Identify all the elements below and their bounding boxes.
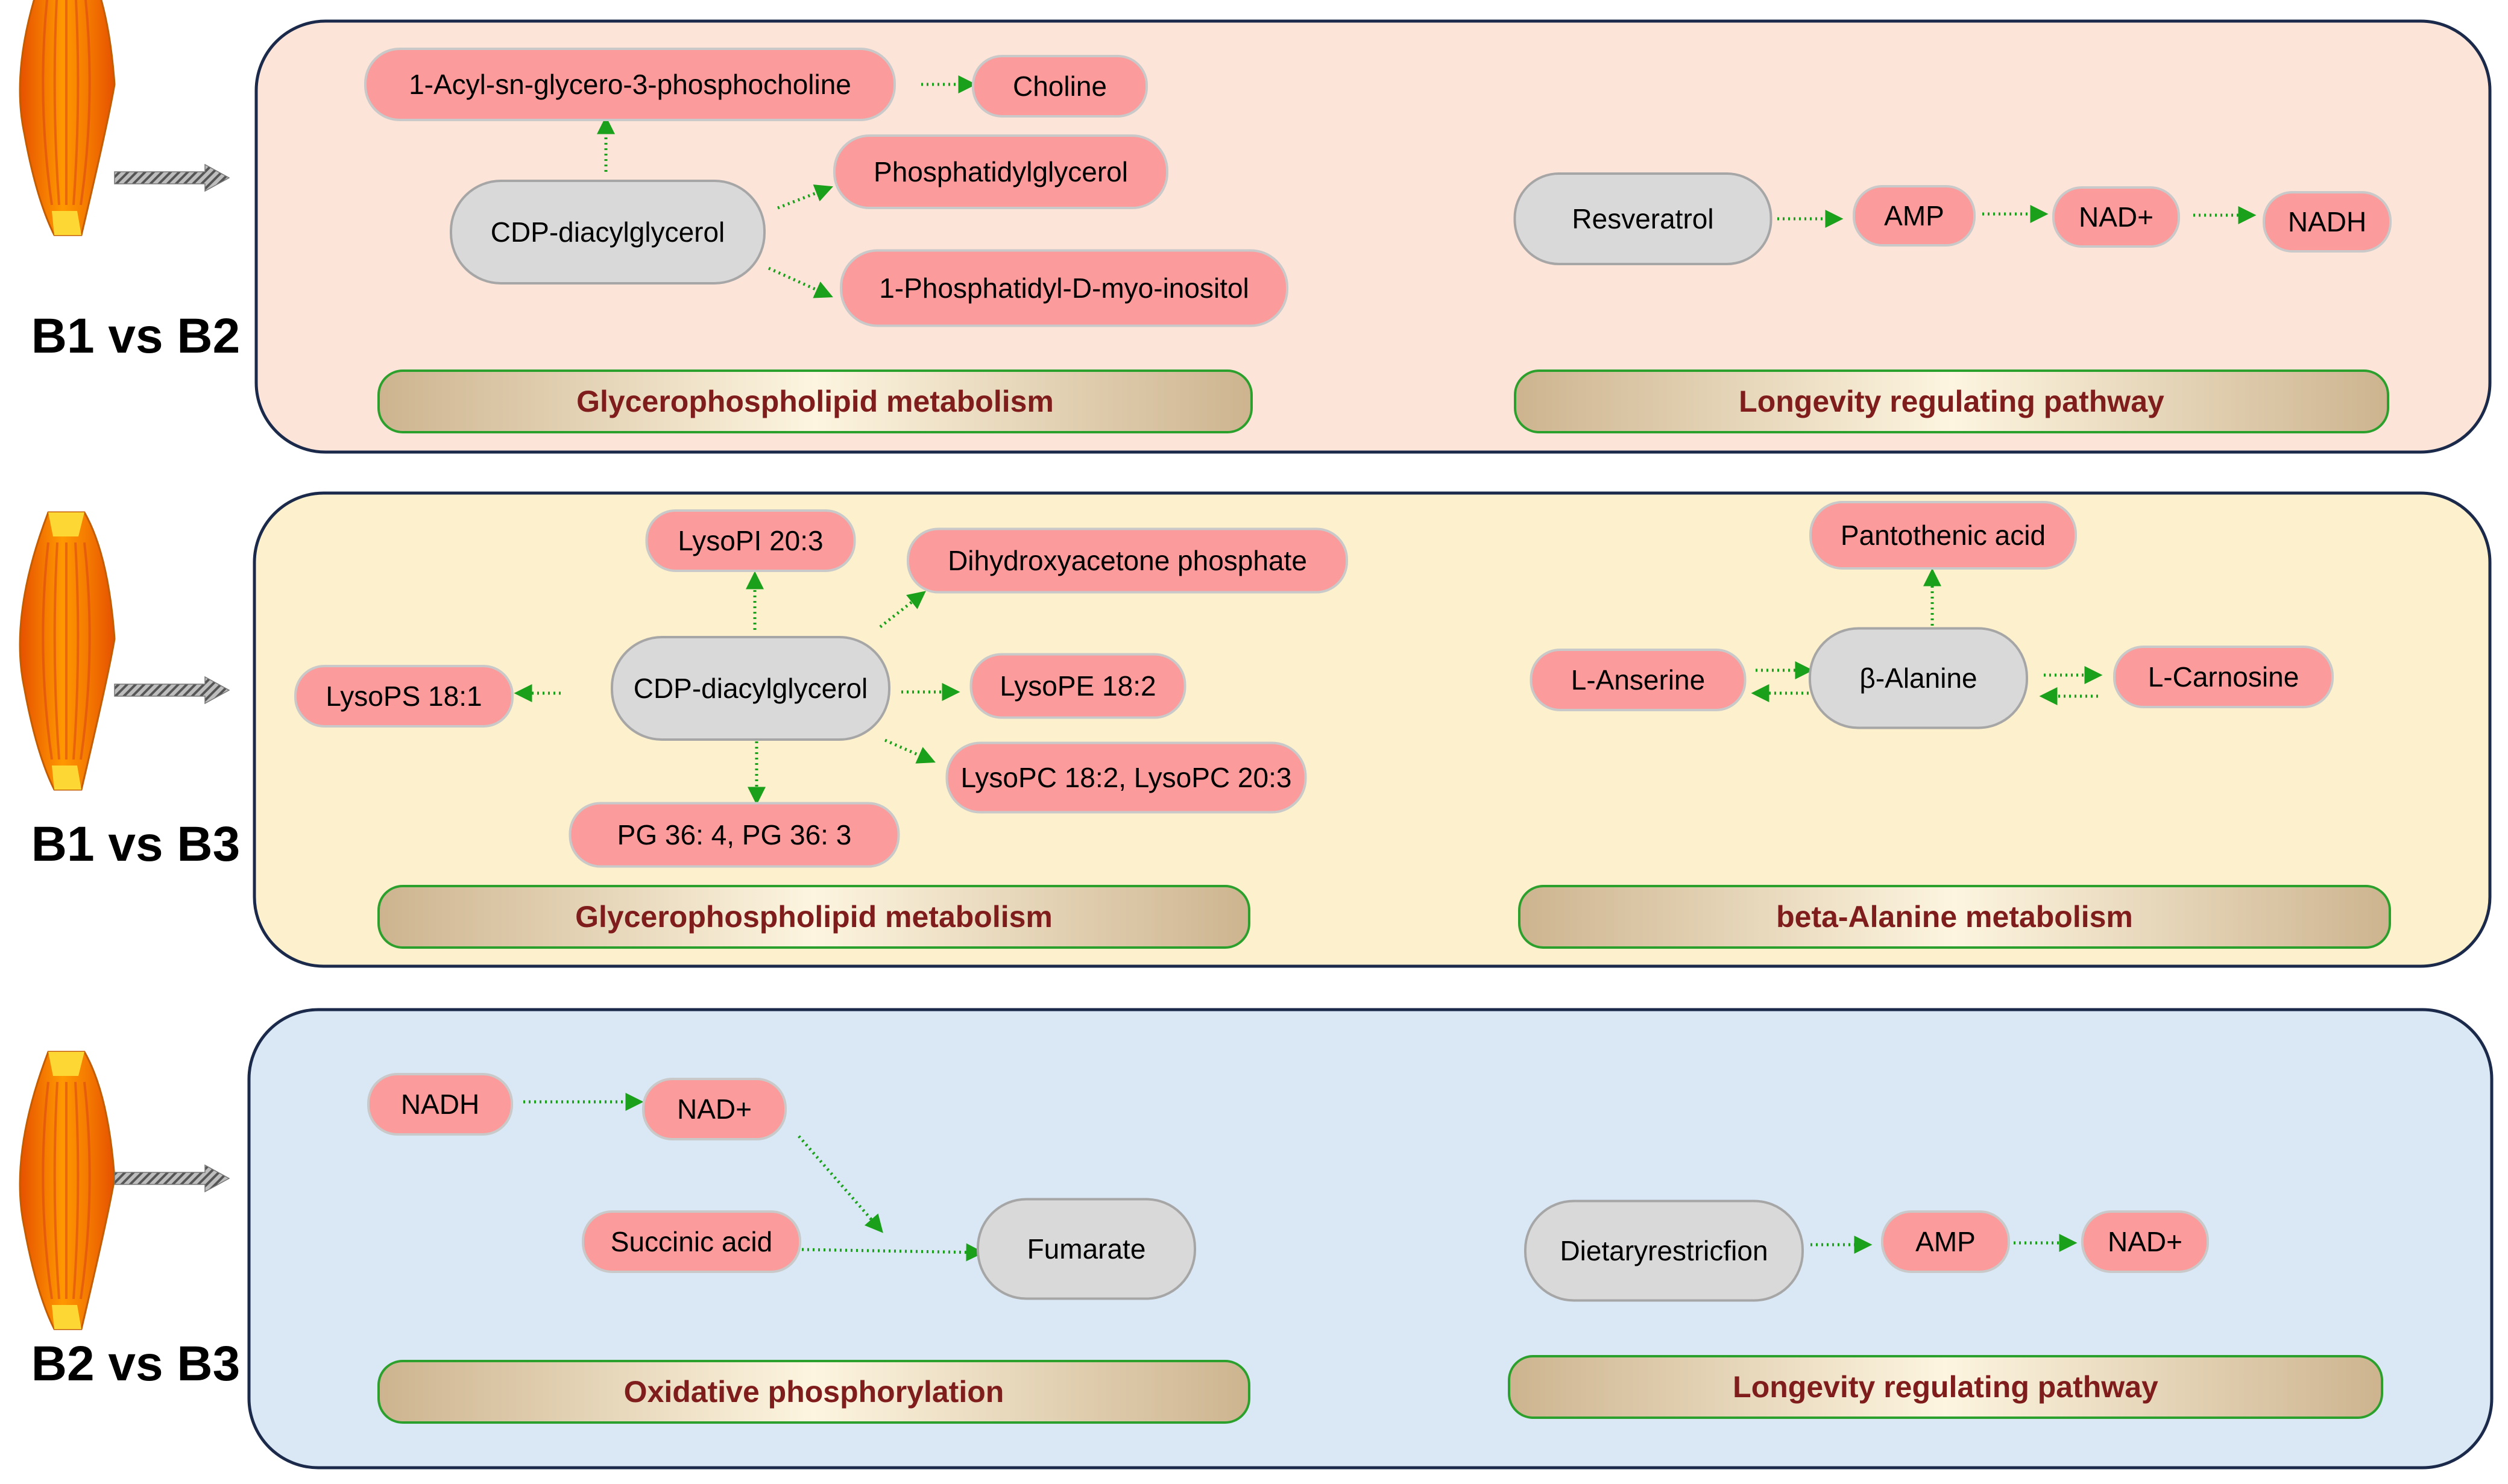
pathway-label: Longevity regulating pathway bbox=[1739, 385, 2164, 418]
node-label: NAD+ bbox=[2079, 201, 2154, 233]
metabolite-node: Pantothenic acid bbox=[1809, 501, 2077, 570]
precursor-node: Dietaryrestricfion bbox=[1524, 1199, 1804, 1302]
precursor-node: CDP-diacylglycerol bbox=[450, 180, 766, 285]
hatched-arrow-icon bbox=[114, 163, 230, 192]
metabolite-node: Phosphatidylglycerol bbox=[833, 134, 1168, 209]
metabolite-node: NADH bbox=[2263, 191, 2392, 253]
metabolite-node: Dihydroxyacetone phosphate bbox=[907, 527, 1348, 594]
metabolite-node: NAD+ bbox=[2052, 186, 2180, 248]
metabolite-node: PG 36: 4, PG 36: 3 bbox=[569, 802, 900, 868]
metabolite-node: 1-Phosphatidyl-D-myo-inositol bbox=[840, 249, 1288, 327]
hatched-arrow-icon bbox=[114, 1164, 230, 1193]
node-label: Phosphatidylglycerol bbox=[874, 156, 1128, 187]
panel-background bbox=[254, 19, 2492, 454]
node-label: Resveratrol bbox=[1572, 203, 1713, 234]
node-label: Fumarate bbox=[1027, 1233, 1146, 1265]
metabolite-node: LysoPC 18:2, LysoPC 20:3 bbox=[945, 741, 1307, 814]
node-label: LysoPE 18:2 bbox=[1000, 670, 1156, 702]
metabolite-node: LysoPE 18:2 bbox=[969, 653, 1186, 719]
group-label: B1 vs B3 bbox=[31, 817, 240, 872]
precursor-node: Fumarate bbox=[977, 1198, 1196, 1300]
flow-arrow bbox=[777, 184, 833, 210]
node-label: Dietaryrestricfion bbox=[1560, 1235, 1768, 1266]
node-label: L-Anserine bbox=[1571, 664, 1705, 696]
pathway-label: beta-Alanine metabolism bbox=[1776, 900, 2133, 934]
node-label: Pantothenic acid bbox=[1841, 520, 2046, 551]
flow-arrow bbox=[767, 266, 833, 298]
comparison-panel: B2 vs B3 Oxidative phosphorylation Longevi… bbox=[19, 1008, 2494, 1470]
muscle-icon bbox=[19, 511, 116, 791]
metabolite-node: AMP bbox=[1881, 1210, 2010, 1273]
flow-arrow bbox=[879, 591, 926, 628]
node-label: Dihydroxyacetone phosphate bbox=[948, 545, 1307, 576]
node-label: LysoPI 20:3 bbox=[678, 525, 823, 556]
metabolite-node: NADH bbox=[367, 1073, 513, 1136]
node-label: NADH bbox=[401, 1089, 479, 1120]
precursor-node: β-Alanine bbox=[1809, 627, 2028, 729]
flow-arrow bbox=[798, 1135, 883, 1233]
pathway-label: Longevity regulating pathway bbox=[1733, 1370, 2158, 1404]
node-label: AMP bbox=[1884, 200, 1944, 231]
metabolite-node: L-Anserine bbox=[1530, 649, 1747, 711]
pathway-bar: Longevity regulating pathway bbox=[1514, 369, 2389, 433]
node-label: β-Alanine bbox=[1859, 662, 1977, 694]
precursor-node: CDP-diacylglycerol bbox=[611, 636, 890, 741]
metabolite-node: Choline bbox=[972, 55, 1148, 118]
node-label: CDP-diacylglycerol bbox=[634, 673, 868, 704]
pathway-label: Oxidative phosphorylation bbox=[624, 1375, 1004, 1409]
flow-arrow bbox=[801, 1243, 985, 1262]
comparison-panel: B1 vs B2 Glycerophospholipid metabolism Lo… bbox=[19, 0, 2492, 454]
metabolite-node: LysoPI 20:3 bbox=[645, 509, 856, 572]
node-label: Succinic acid bbox=[611, 1226, 772, 1257]
node-label: 1-Acyl-sn-glycero-3-phosphocholine bbox=[409, 69, 851, 100]
metabolite-node: LysoPS 18:1 bbox=[294, 665, 514, 728]
metabolite-node: L-Carnosine bbox=[2113, 646, 2334, 708]
node-label: CDP-diacylglycerol bbox=[491, 216, 725, 248]
metabolite-node: NAD+ bbox=[2081, 1210, 2209, 1273]
node-label: NAD+ bbox=[677, 1093, 752, 1125]
metabolite-node: AMP bbox=[1853, 185, 1976, 247]
pathway-label: Glycerophospholipid metabolism bbox=[576, 385, 1054, 418]
precursor-node: Resveratrol bbox=[1513, 172, 1772, 265]
pathway-bar: Glycerophospholipid metabolism bbox=[377, 369, 1253, 433]
node-label: NAD+ bbox=[2108, 1226, 2182, 1257]
node-label: NADH bbox=[2288, 206, 2366, 237]
muscle-icon bbox=[19, 1051, 116, 1330]
panel-background bbox=[247, 1008, 2494, 1470]
node-label: Choline bbox=[1013, 71, 1107, 102]
group-label: B2 vs B3 bbox=[31, 1336, 240, 1391]
node-label: AMP bbox=[1915, 1226, 1976, 1257]
group-label: B1 vs B2 bbox=[31, 309, 240, 363]
pathway-label: Glycerophospholipid metabolism bbox=[575, 900, 1053, 934]
node-label: LysoPS 18:1 bbox=[326, 681, 482, 712]
muscle-icon bbox=[19, 0, 116, 236]
pathway-bar: Longevity regulating pathway bbox=[1508, 1355, 2383, 1419]
node-label: LysoPC 18:2, LysoPC 20:3 bbox=[961, 762, 1292, 793]
node-label: PG 36: 4, PG 36: 3 bbox=[617, 819, 852, 850]
pathway-bar: beta-Alanine metabolism bbox=[1518, 885, 2391, 949]
metabolite-node: NAD+ bbox=[642, 1078, 787, 1140]
node-label: L-Carnosine bbox=[2148, 661, 2299, 693]
metabolite-node: 1-Acyl-sn-glycero-3-phosphocholine bbox=[364, 48, 896, 121]
metabolite-node: Succinic acid bbox=[582, 1210, 801, 1273]
pathway-bar: Oxidative phosphorylation bbox=[377, 1360, 1250, 1424]
hatched-arrow-icon bbox=[114, 676, 230, 705]
node-label: 1-Phosphatidyl-D-myo-inositol bbox=[879, 272, 1249, 304]
pathway-bar: Glycerophospholipid metabolism bbox=[377, 885, 1250, 949]
